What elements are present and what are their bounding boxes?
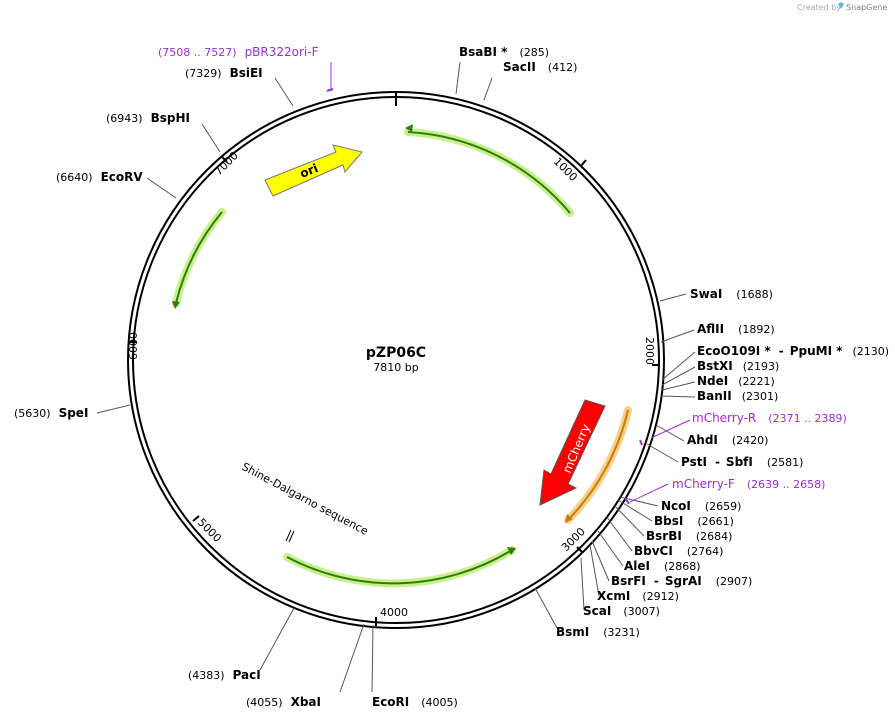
leader-aflii xyxy=(660,329,695,343)
watermark-brand: SnapGene xyxy=(846,3,887,12)
enzyme-scai[interactable]: ScaI(3007) xyxy=(583,604,660,618)
shine-marker-a xyxy=(285,529,292,542)
enzyme-paci[interactable]: (4383)PacI xyxy=(188,668,261,682)
plasmid-length: 7810 bp xyxy=(373,361,418,374)
orf-left xyxy=(175,211,223,304)
primer-labels: (7508 .. 7527)pBR322ori-F mCherry-R(2371… xyxy=(158,45,847,491)
leader-bsmi xyxy=(534,587,558,629)
primer-mark-pbr322 xyxy=(326,88,334,92)
leader-bstxi xyxy=(661,366,696,386)
leader-bsiei xyxy=(274,77,294,107)
enzyme-bsmi[interactable]: BsmI(3231) xyxy=(556,625,640,639)
enzyme-aflii[interactable]: AflII(1892) xyxy=(697,322,775,336)
orf-orange xyxy=(567,409,629,521)
shine-label: Shine-Dalgarno sequence xyxy=(240,460,371,538)
leader-paci xyxy=(259,607,295,671)
leader-ecorv xyxy=(146,177,177,199)
orf-left-glow xyxy=(172,208,226,307)
enzyme-leader-lines xyxy=(96,61,696,693)
enzyme-bsiei[interactable]: (7329)BsiEI xyxy=(185,66,263,80)
orf-arcs xyxy=(172,124,632,588)
tick-3000 xyxy=(576,546,584,554)
enzyme-ahdi[interactable]: AhdI(2420) xyxy=(687,433,768,447)
leader-eco xyxy=(661,351,696,381)
tick-7000 xyxy=(220,155,228,163)
enzyme-sacii[interactable]: SacII(412) xyxy=(503,60,577,74)
enzyme-spei[interactable]: (5630)SpeI xyxy=(14,406,88,420)
primer-mark-mcherry-f xyxy=(624,497,630,505)
orf-orange-arrowhead-icon xyxy=(565,514,573,523)
ori-arrow xyxy=(264,144,363,197)
leader-bsrbi xyxy=(613,504,645,537)
leader-scai xyxy=(580,557,585,611)
orf-bottom xyxy=(286,549,513,585)
tick-label-4000: 4000 xyxy=(380,606,408,619)
leader-ahdi xyxy=(655,424,685,442)
enzyme-bsrfi[interactable]: BsrFI-SgrAI(2907) xyxy=(611,574,752,588)
leader-bbsi xyxy=(617,499,653,522)
snapgene-logo-icon xyxy=(838,2,844,9)
enzyme-bstxi[interactable]: BstXI(2193) xyxy=(697,359,779,373)
enzyme-ecori[interactable]: EcoRI(4005) xyxy=(372,695,458,709)
mcherry-arrow xyxy=(539,399,606,506)
leader-swai xyxy=(659,293,687,302)
enzyme-eco[interactable]: EcoO109I *-PpuMI *(2130) xyxy=(697,344,889,358)
tick-label-6000: 6000 xyxy=(127,332,140,360)
leader-mcherry-f xyxy=(629,483,669,503)
enzyme-xcmi[interactable]: XcmI(2912) xyxy=(597,589,679,603)
leader-sacii xyxy=(483,77,493,101)
leader-bsrfi xyxy=(591,540,610,582)
tick-label-2000: 2000 xyxy=(643,337,656,365)
primer-leader-lines xyxy=(326,62,691,505)
enzyme-labels: BsaBI *(285) SacII(412) SwaI(1688) AflII… xyxy=(14,45,889,709)
primer-mcherry-f[interactable]: mCherry-F(2639 .. 2658) xyxy=(672,477,825,491)
primer-mcherry-r[interactable]: mCherry-R(2371 .. 2389) xyxy=(692,411,847,425)
orf-top xyxy=(407,131,571,214)
leader-bsphi xyxy=(201,123,221,153)
orf-bottom-arrowhead-icon xyxy=(507,547,516,555)
shine-dalgarno-feature: Shine-Dalgarno sequence xyxy=(240,460,371,543)
primer-mark-mcherry-r xyxy=(639,439,643,446)
plasmid-name: pZP06C xyxy=(366,345,426,361)
leader-mcherry-r xyxy=(650,419,691,439)
tick-1000 xyxy=(580,159,587,167)
tick-5000 xyxy=(192,515,200,522)
enzyme-ecorv[interactable]: (6640)EcoRV xyxy=(56,170,143,184)
tick-label-1000: 1000 xyxy=(551,155,580,184)
leader-xbai xyxy=(339,623,365,693)
leader-ecori xyxy=(371,624,374,693)
leader-psti xyxy=(646,443,679,463)
shine-marker-b xyxy=(288,530,295,543)
tick-label-7000: 7000 xyxy=(212,149,241,178)
leader-spei xyxy=(96,404,131,414)
tick-label-3000: 3000 xyxy=(559,525,588,554)
enzyme-bsphi[interactable]: (6943)BspHI xyxy=(106,111,190,125)
enzyme-alei[interactable]: AleI(2868) xyxy=(624,559,701,573)
enzyme-bsrbi[interactable]: BsrBI(2684) xyxy=(646,529,732,543)
leader-ndei xyxy=(661,381,696,391)
backbone-outer-ring xyxy=(127,91,665,629)
enzyme-bbvci[interactable]: BbvCI(2764) xyxy=(634,544,723,558)
orf-top-arrowhead-icon xyxy=(405,124,413,132)
enzyme-banii[interactable]: BanII(2301) xyxy=(697,389,778,403)
enzyme-bbsi[interactable]: BbsI(2661) xyxy=(654,514,734,528)
leader-alei xyxy=(597,530,624,567)
enzyme-bsabi[interactable]: BsaBI *(285) xyxy=(459,45,549,59)
ori-feature: ori xyxy=(264,144,363,197)
watermark-prefix: Created by xyxy=(797,3,841,12)
orf-left-arrowhead-icon xyxy=(172,301,180,309)
enzyme-swai[interactable]: SwaI(1688) xyxy=(690,287,773,301)
leader-bbvci xyxy=(605,515,633,552)
leader-banii xyxy=(660,395,696,398)
enzyme-ncoi[interactable]: NcoI(2659) xyxy=(661,499,741,513)
primer-pbr322ori-f[interactable]: (7508 .. 7527)pBR322ori-F xyxy=(158,45,319,59)
ori-label: ori xyxy=(298,161,320,181)
leader-bsabi xyxy=(455,61,461,95)
enzyme-psti[interactable]: PstI-SbfI(2581) xyxy=(681,455,803,469)
enzyme-xbai[interactable]: (4055)XbaI xyxy=(246,695,321,709)
leader-xcmi xyxy=(589,544,600,597)
enzyme-ndei[interactable]: NdeI(2221) xyxy=(697,374,775,388)
